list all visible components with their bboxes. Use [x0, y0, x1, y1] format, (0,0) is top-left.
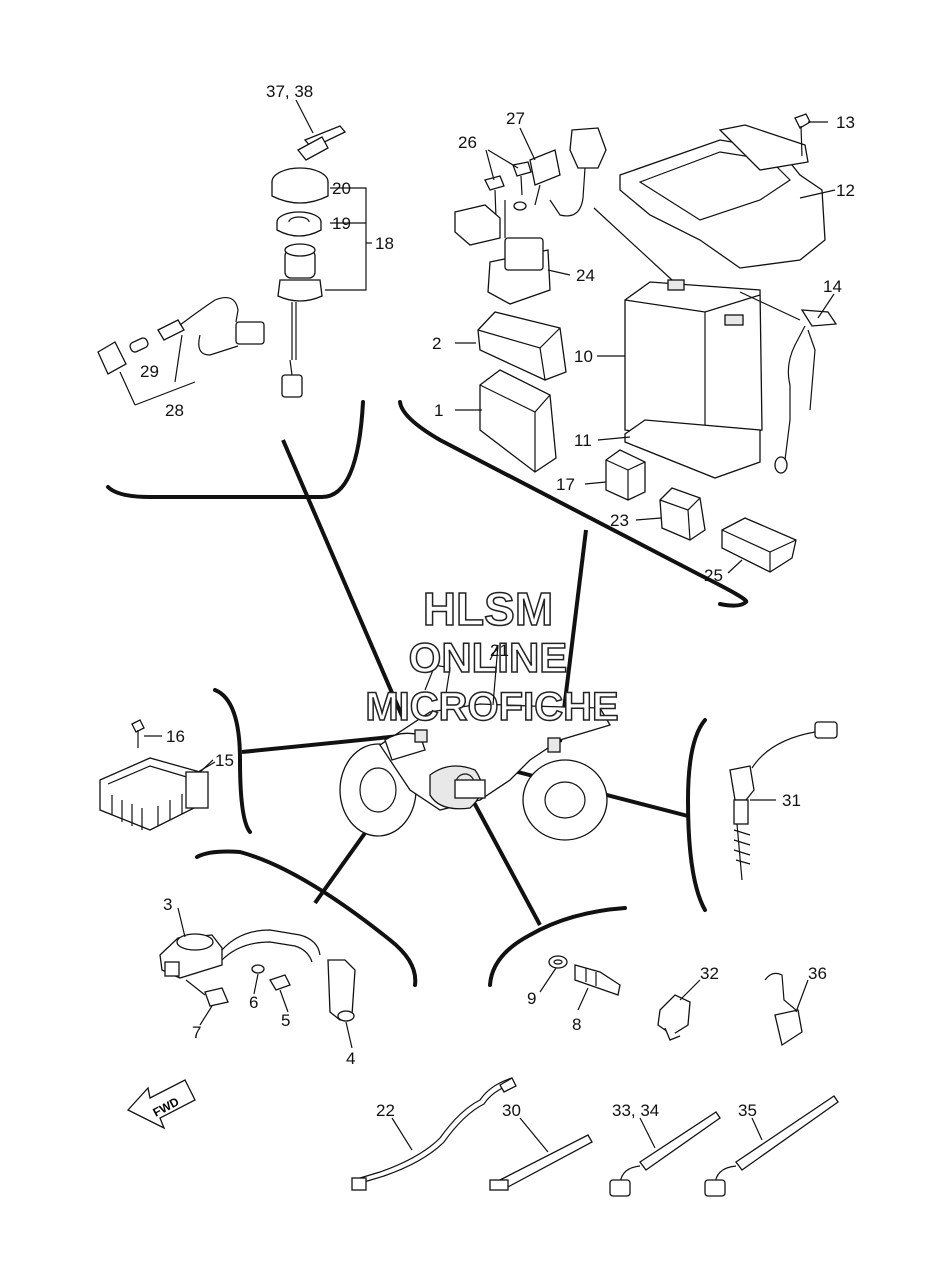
- rectifier-regulator: [99, 719, 216, 831]
- callout-labels: 37, 38 20 19 18 29 28 27 26 13 12 24 14 …: [140, 82, 855, 1120]
- callout-5: 5: [281, 1011, 290, 1030]
- callout-14: 14: [823, 277, 842, 296]
- callout-4: 4: [346, 1049, 355, 1068]
- callout-27: 27: [506, 109, 525, 128]
- callout-21: 21: [490, 641, 509, 660]
- callout-11: 11: [574, 431, 592, 450]
- callout-33-34: 33, 34: [612, 1101, 659, 1120]
- cables-and-ties: [351, 1077, 839, 1197]
- group-brackets: [106, 400, 749, 987]
- atv-overview: [339, 664, 611, 841]
- callout-3: 3: [163, 895, 172, 914]
- callout-9: 9: [527, 989, 536, 1008]
- watermark: HLSM ONLINE MICROFICHE: [365, 582, 620, 730]
- callout-7: 7: [192, 1023, 201, 1042]
- callout-23: 23: [610, 511, 629, 530]
- callout-18: 18: [375, 234, 394, 253]
- callout-29: 29: [140, 362, 159, 381]
- callout-leaders: [177, 99, 836, 1153]
- callout-10: 10: [574, 347, 593, 366]
- callout-17: 17: [556, 475, 575, 494]
- callout-19: 19: [332, 214, 351, 233]
- ecu-and-relays: [454, 161, 797, 573]
- callout-25: 25: [704, 566, 723, 585]
- callout-22: 22: [376, 1101, 395, 1120]
- neutral-switch: [548, 955, 621, 996]
- callout-36: 36: [808, 964, 827, 983]
- watermark-line2: ONLINE: [409, 634, 568, 681]
- main-switch-assembly: [97, 125, 347, 406]
- callout-1: 1: [434, 401, 443, 420]
- battery-assembly: [513, 113, 838, 479]
- temperature-sensor: [729, 721, 838, 881]
- callout-12: 12: [836, 181, 855, 200]
- callout-24: 24: [576, 266, 595, 285]
- watermark-line1: HLSM: [423, 583, 553, 635]
- callout-18-bracket: [325, 187, 372, 291]
- callout-6: 6: [249, 993, 258, 1012]
- callout-13: 13: [836, 113, 855, 132]
- callout-20: 20: [332, 179, 351, 198]
- callout-30: 30: [502, 1101, 521, 1120]
- ignition-coil-assembly: [159, 929, 356, 1022]
- callout-26: 26: [458, 133, 477, 152]
- forward-direction-arrow: FWD: [126, 1079, 196, 1130]
- clips: [657, 972, 803, 1047]
- callout-16: 16: [166, 727, 185, 746]
- callout-2: 2: [432, 334, 441, 353]
- callout-37-38: 37, 38: [266, 82, 313, 101]
- callout-31: 31: [782, 791, 801, 810]
- callout-28: 28: [165, 401, 184, 420]
- callout-15: 15: [215, 751, 234, 770]
- watermark-line3: MICROFICHE: [365, 685, 618, 729]
- callout-8: 8: [572, 1015, 581, 1034]
- callout-35: 35: [738, 1101, 757, 1120]
- callout-32: 32: [700, 964, 719, 983]
